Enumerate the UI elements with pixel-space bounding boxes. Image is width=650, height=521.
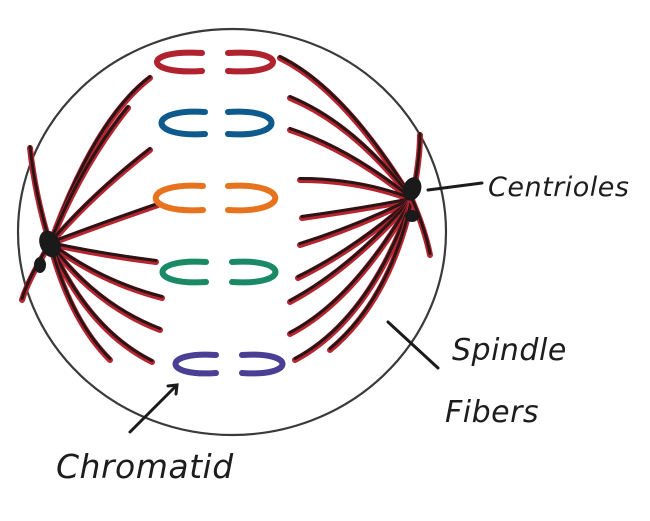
chromatid-right-3 bbox=[228, 186, 275, 211]
label-centrioles: Centrioles bbox=[488, 172, 629, 203]
chromatid-right-4 bbox=[232, 262, 276, 283]
spindle-fiber-3 bbox=[50, 150, 150, 244]
chromatid-right-1 bbox=[228, 53, 273, 72]
chromatid-right-5 bbox=[242, 355, 283, 374]
chromatid-left-2 bbox=[162, 112, 206, 135]
chromatid-left-5 bbox=[176, 355, 217, 374]
chromatid-left-4 bbox=[163, 262, 207, 283]
label-spindle: Spindle bbox=[452, 333, 567, 368]
label-fibers: Fibers bbox=[445, 395, 539, 430]
chromatid-left-3 bbox=[156, 186, 203, 211]
centrioles-pointer bbox=[428, 183, 482, 190]
label-chromatid: Chromatid bbox=[56, 447, 234, 486]
chromatids bbox=[156, 53, 283, 374]
right-centriole-lower bbox=[405, 210, 419, 222]
spindle-fibers-pointer bbox=[388, 322, 438, 368]
chromatid-left-1 bbox=[157, 53, 202, 72]
left-centriole-lower bbox=[34, 257, 46, 273]
chromatid-right-2 bbox=[228, 112, 272, 135]
spindle-fiber-14 bbox=[290, 130, 412, 200]
